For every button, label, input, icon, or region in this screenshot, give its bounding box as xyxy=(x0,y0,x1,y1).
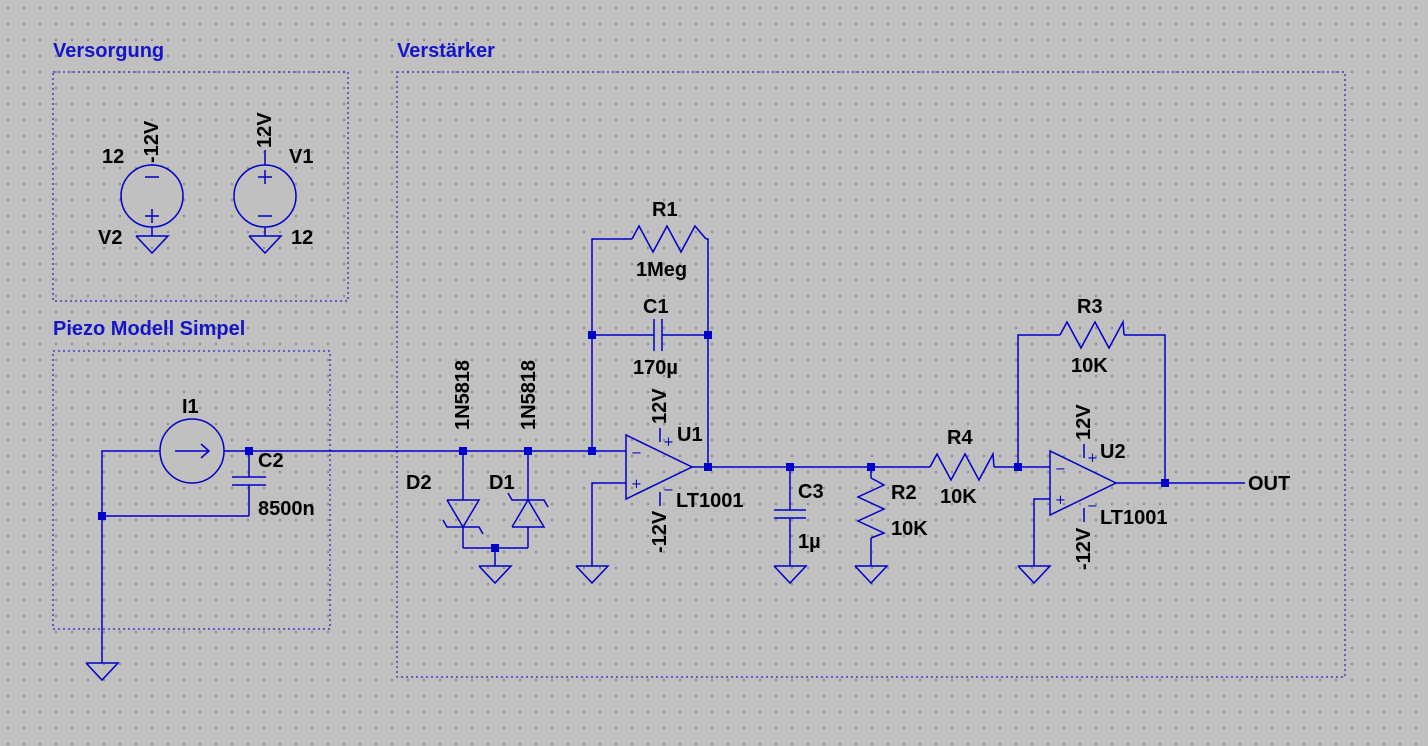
u1-feedback-wiring xyxy=(575,238,709,585)
u2-name: U2 xyxy=(1100,441,1126,463)
v2-net-label: -12V xyxy=(141,120,163,163)
r4-name: R4 xyxy=(947,427,973,449)
v1-name: V1 xyxy=(289,146,313,168)
current-source-i1[interactable] xyxy=(159,418,225,484)
r3-name: R3 xyxy=(1077,296,1103,318)
voltage-source-v1[interactable] xyxy=(233,150,297,255)
u1-name: U1 xyxy=(677,424,703,446)
r1-name: R1 xyxy=(652,199,678,221)
c2-value: 8500n xyxy=(258,498,315,520)
c1-name: C1 xyxy=(643,296,669,318)
svg-text:−: − xyxy=(631,446,642,461)
r2-value: 10K xyxy=(891,518,928,540)
svg-text:+: + xyxy=(631,477,642,492)
opamp-u1[interactable]: − + + − xyxy=(625,433,708,501)
diode-d2[interactable] xyxy=(442,451,484,548)
amplifier-section-box xyxy=(396,71,1346,678)
junction-dots xyxy=(98,331,1169,552)
d1-name: D1 xyxy=(489,472,515,494)
svg-text:+: + xyxy=(663,435,674,450)
resistor-r3[interactable] xyxy=(1059,319,1125,350)
section-title-supply: Versorgung xyxy=(53,40,164,62)
out-net-label: OUT xyxy=(1248,473,1290,495)
voltage-source-v2[interactable] xyxy=(120,164,184,255)
r1-value: 1Meg xyxy=(636,259,687,281)
d2-name: D2 xyxy=(406,472,432,494)
section-title-piezo: Piezo Modell Simpel xyxy=(53,318,245,340)
resistor-r1[interactable] xyxy=(631,224,707,254)
diode-d1[interactable] xyxy=(507,451,549,548)
c3-value: 1µ xyxy=(798,531,821,553)
capacitor-c1[interactable] xyxy=(653,319,663,351)
piezo-wiring xyxy=(85,450,592,682)
svg-text:+: + xyxy=(1055,493,1066,508)
capacitor-c3[interactable] xyxy=(774,509,806,519)
svg-text:−: − xyxy=(1055,462,1066,477)
d1-model: 1N5818 xyxy=(518,360,540,430)
svg-text:−: − xyxy=(663,483,674,498)
u1-vneg-label: -12V xyxy=(649,510,671,553)
u1-vpos-label: 12V xyxy=(649,388,671,424)
v1-net-label: 12V xyxy=(254,112,276,148)
i1-name: I1 xyxy=(182,396,199,418)
capacitor-c2[interactable] xyxy=(232,476,266,486)
c1-value: 170µ xyxy=(633,357,678,379)
v2-value: 12 xyxy=(102,146,124,168)
v1-value: 12 xyxy=(291,227,313,249)
u2-model: LT1001 xyxy=(1100,507,1167,529)
supply-section-box xyxy=(52,71,349,302)
section-title-amplifier: Verstärker xyxy=(397,40,495,62)
resistor-r4[interactable] xyxy=(929,451,995,482)
u2-vneg-label: -12V xyxy=(1073,527,1095,570)
c3-name: C3 xyxy=(798,481,824,503)
v2-name: V2 xyxy=(98,227,122,249)
r2-name: R2 xyxy=(891,482,917,504)
diode-ground xyxy=(463,547,528,585)
opamp-u2[interactable]: − + + − xyxy=(1049,449,1118,517)
svg-text:+: + xyxy=(1087,451,1098,466)
c2-name: C2 xyxy=(258,450,284,472)
u2-vpos-label: 12V xyxy=(1073,404,1095,440)
r4-value: 10K xyxy=(940,486,977,508)
piezo-section-box xyxy=(52,350,331,630)
u2-wiring xyxy=(1017,334,1245,585)
u1-model: LT1001 xyxy=(676,490,743,512)
r3-value: 10K xyxy=(1071,355,1108,377)
svg-text:−: − xyxy=(1087,499,1098,514)
mid-wiring xyxy=(708,466,1050,585)
d2-model: 1N5818 xyxy=(452,360,474,430)
resistor-r2[interactable] xyxy=(856,477,886,539)
